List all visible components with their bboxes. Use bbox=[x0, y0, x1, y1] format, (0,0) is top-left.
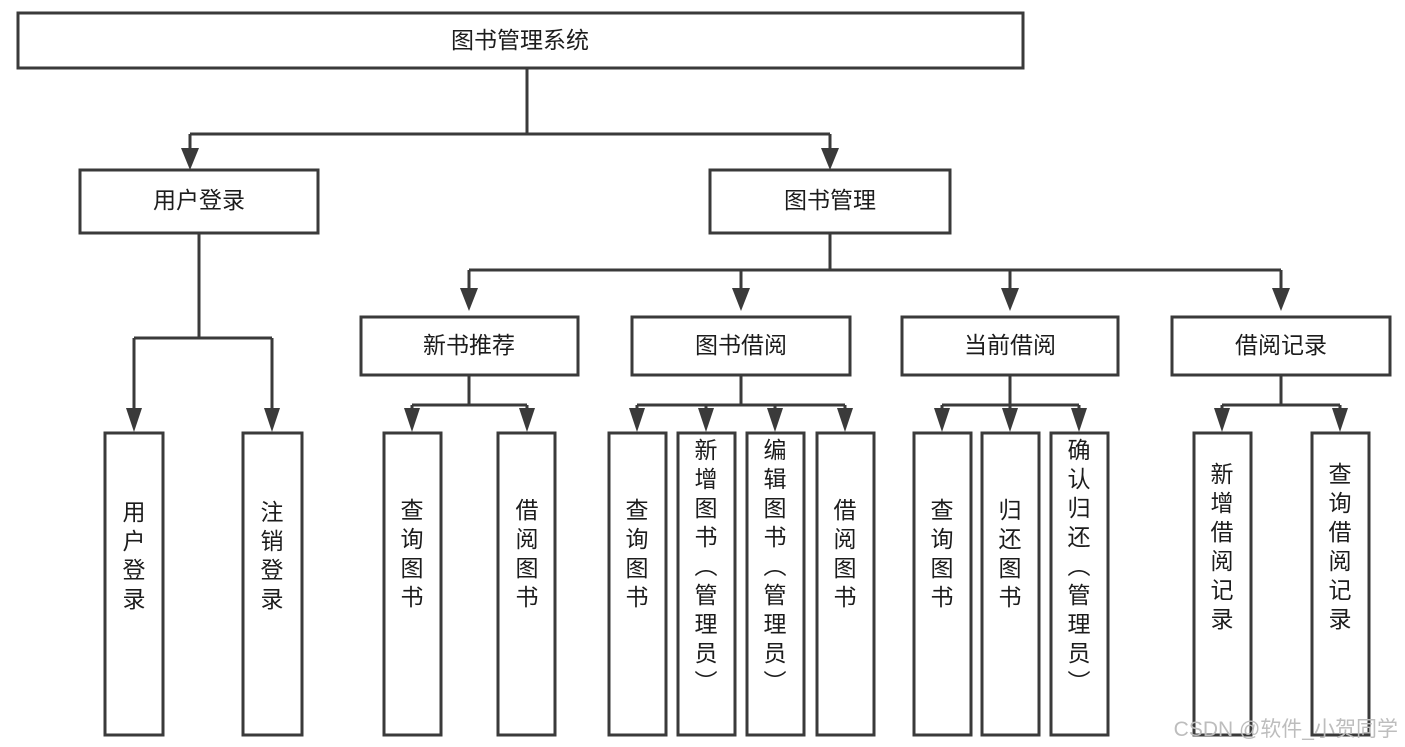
node-current-borrow[interactable]: 当前借阅 bbox=[900, 315, 1120, 377]
node-new-book-recommend-box[interactable] bbox=[359, 315, 580, 377]
node-borrow-record-label: 借阅记录 bbox=[1235, 332, 1327, 358]
arrow-head-borrow-record bbox=[1272, 288, 1290, 311]
leaf-bb-query-book-box[interactable] bbox=[607, 431, 668, 737]
arrow-head-new-book bbox=[460, 288, 478, 311]
node-borrow-record[interactable]: 借阅记录 bbox=[1170, 315, 1392, 377]
leaf-node[interactable]: 编辑图书︵管理员︶ bbox=[745, 431, 806, 737]
node-root-box[interactable] bbox=[16, 11, 1025, 70]
leaf-node[interactable]: 归还图书 bbox=[980, 431, 1041, 737]
leaf-bb-borrow-book-label: 借阅图书 bbox=[834, 497, 857, 610]
connector-group-current-borrow-to-leaves bbox=[934, 375, 1087, 432]
connector-group-borrow-record-to-leaves bbox=[1214, 375, 1348, 432]
leaf-cb-confirm-return-label: 确认归还︵管理员︶ bbox=[1068, 437, 1091, 695]
arrow-head-user-login bbox=[181, 148, 199, 170]
connector-group-user-login-to-leaves bbox=[126, 233, 280, 432]
leaf-cb-return-book-label: 归还图书 bbox=[999, 497, 1022, 610]
leaf-node[interactable]: 用户登录 bbox=[103, 431, 165, 737]
arrow-head-nb-leaf1 bbox=[404, 408, 420, 432]
arrow-head-current-borrow bbox=[1001, 288, 1019, 311]
node-book-borrow[interactable]: 图书借阅 bbox=[630, 315, 852, 377]
leaf-bb-borrow-book-box[interactable] bbox=[815, 431, 876, 737]
leaf-br-query-record-label: 查询借阅记录 bbox=[1329, 461, 1352, 632]
node-borrow-record-box[interactable] bbox=[1170, 315, 1392, 377]
arrow-head-br-leaf2 bbox=[1332, 408, 1348, 432]
node-new-book-recommend[interactable]: 新书推荐 bbox=[359, 315, 580, 377]
leaf-node[interactable]: 新增图书︵管理员︶ bbox=[676, 431, 737, 737]
arrow-head-bb-leaf1 bbox=[629, 408, 645, 432]
node-book-borrow-box[interactable] bbox=[630, 315, 852, 377]
arrow-head-cb-leaf3 bbox=[1071, 408, 1087, 432]
connector-group-book-borrow-to-leaves bbox=[629, 375, 853, 432]
arrow-head-bb-leaf4 bbox=[837, 408, 853, 432]
leaf-cb-return-book-box[interactable] bbox=[980, 431, 1041, 737]
arrow-head-book-manage bbox=[821, 148, 839, 170]
node-user-login[interactable]: 用户登录 bbox=[78, 168, 320, 235]
node-user-login-label: 用户登录 bbox=[153, 187, 245, 213]
arrow-head-bb-leaf2 bbox=[698, 408, 714, 432]
arrow-head-book-borrow bbox=[732, 288, 750, 311]
arrow-head-nb-leaf2 bbox=[519, 408, 535, 432]
leaf-bb-edit-book-box[interactable] bbox=[745, 431, 806, 737]
node-current-borrow-label: 当前借阅 bbox=[964, 332, 1056, 358]
leaf-nb-borrow-book-label: 借阅图书 bbox=[516, 497, 539, 610]
leaf-nb-query-book-label: 查询图书 bbox=[401, 497, 424, 610]
leaf-node[interactable]: 查询图书 bbox=[607, 431, 668, 737]
leaf-bb-edit-book-label: 编辑图书︵管理员︶ bbox=[764, 437, 787, 695]
leaf-nb-borrow-book-box[interactable] bbox=[496, 431, 557, 737]
csdn-watermark: CSDN @软件_小贺同学 bbox=[1174, 718, 1398, 741]
arrow-head-ul-leaf1 bbox=[126, 408, 142, 432]
leaf-node[interactable]: 注销登录 bbox=[241, 431, 304, 737]
leaf-logout-box[interactable] bbox=[241, 431, 304, 737]
leaf-cb-confirm-return-box[interactable] bbox=[1049, 431, 1110, 737]
leaf-br-add-record-box[interactable] bbox=[1192, 431, 1253, 737]
leaf-cb-query-book-label: 查询图书 bbox=[931, 497, 954, 610]
arrow-head-cb-leaf1 bbox=[934, 408, 950, 432]
leaf-node[interactable]: 查询借阅记录 bbox=[1310, 431, 1371, 737]
leaf-bb-add-book-label: 新增图书︵管理员︶ bbox=[695, 437, 718, 695]
leaf-nb-query-book-box[interactable] bbox=[382, 431, 443, 737]
leaf-node[interactable]: 查询图书 bbox=[382, 431, 443, 737]
arrow-head-cb-leaf2 bbox=[1002, 408, 1018, 432]
leaf-node[interactable]: 查询图书 bbox=[912, 431, 973, 737]
leaf-bb-add-book-box[interactable] bbox=[676, 431, 737, 737]
leaf-bb-query-book-label: 查询图书 bbox=[626, 497, 649, 610]
leaf-user-login-box[interactable] bbox=[103, 431, 165, 737]
connector-group-root-to-level2 bbox=[181, 68, 839, 170]
node-book-borrow-label: 图书借阅 bbox=[695, 332, 787, 358]
node-current-borrow-box[interactable] bbox=[900, 315, 1120, 377]
leaf-node[interactable]: 借阅图书 bbox=[815, 431, 876, 737]
node-book-management-box[interactable] bbox=[708, 168, 952, 235]
leaf-br-query-record-box[interactable] bbox=[1310, 431, 1371, 737]
arrow-head-br-leaf1 bbox=[1214, 408, 1230, 432]
leaf-node[interactable]: 新增借阅记录 bbox=[1192, 431, 1253, 737]
node-book-management-label: 图书管理 bbox=[784, 187, 876, 213]
connector-group-new-book-to-leaves bbox=[404, 375, 535, 432]
connector-group-book-manage-to-level3 bbox=[460, 233, 1290, 311]
leaf-user-login-label: 用户登录 bbox=[123, 499, 146, 612]
node-root-book-management-system[interactable]: 图书管理系统 bbox=[16, 11, 1025, 70]
leaf-br-add-record-label: 新增借阅记录 bbox=[1211, 461, 1234, 632]
node-book-management[interactable]: 图书管理 bbox=[708, 168, 952, 235]
leaf-logout-label: 注销登录 bbox=[261, 499, 284, 612]
node-user-login-box[interactable] bbox=[78, 168, 320, 235]
node-root-label: 图书管理系统 bbox=[451, 27, 589, 53]
leaf-node[interactable]: 借阅图书 bbox=[496, 431, 557, 737]
leaf-cb-query-book-box[interactable] bbox=[912, 431, 973, 737]
node-new-book-recommend-label: 新书推荐 bbox=[423, 332, 515, 358]
arrow-head-ul-leaf2 bbox=[264, 408, 280, 432]
arrow-head-bb-leaf3 bbox=[767, 408, 783, 432]
leaf-node[interactable]: 确认归还︵管理员︶ bbox=[1049, 431, 1110, 737]
